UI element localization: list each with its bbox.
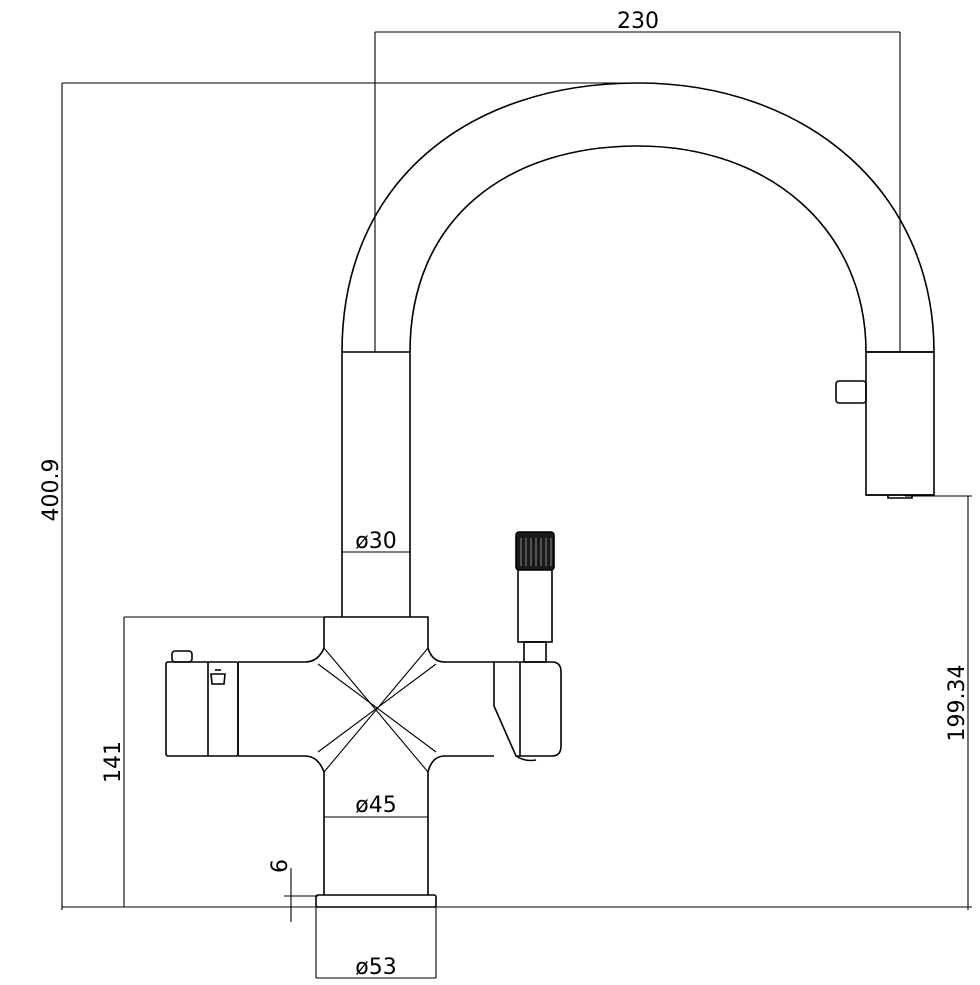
dimension-label-body-diameter: ø45 <box>355 793 396 818</box>
dimension-spout-outlet-height: 199.34 <box>436 495 972 910</box>
kettle-icon <box>210 669 226 685</box>
dimension-body-height: 141 <box>101 616 340 907</box>
dimension-base-diameter: ø53 <box>315 907 437 980</box>
dimension-label-base-diameter: ø53 <box>355 955 396 980</box>
tap-body <box>238 616 494 895</box>
dimension-label-total-height: 400.9 <box>39 459 64 522</box>
spray-button <box>835 380 867 404</box>
dimension-total-height: 400.9 <box>39 82 635 910</box>
lever-knurled-grip <box>515 531 555 571</box>
dimension-label-neck-diameter: ø30 <box>355 529 396 554</box>
spout-arc <box>341 82 935 353</box>
dimension-label-spout-outlet-height: 199.34 <box>945 665 970 742</box>
lever-stem <box>517 567 553 663</box>
dimension-base-thickness: 6 <box>268 859 318 922</box>
neck <box>341 352 411 617</box>
dimension-neck-diameter: ø30 <box>342 529 410 554</box>
left-handle <box>165 650 239 757</box>
dimension-label-base-thickness: 6 <box>268 859 293 873</box>
base-flange <box>315 894 437 908</box>
right-handle <box>493 661 562 762</box>
dimension-spout-reach: 230 <box>374 9 901 352</box>
dimension-label-body-height: 141 <box>101 741 126 783</box>
dimension-body-diameter: ø45 <box>324 793 428 818</box>
dimension-label-spout-reach: 230 <box>617 9 659 34</box>
spray-head <box>865 351 935 499</box>
